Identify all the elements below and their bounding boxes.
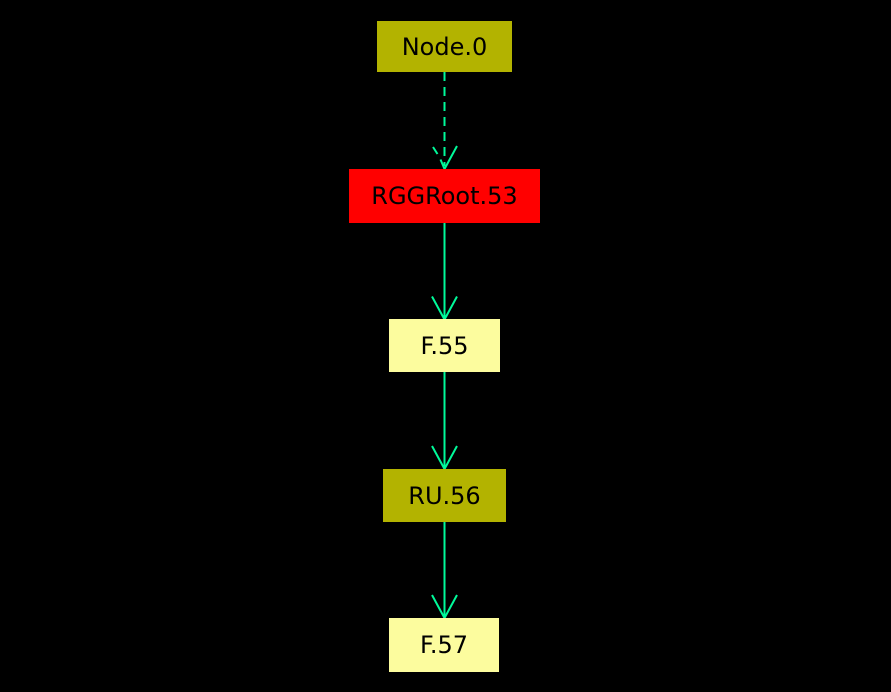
graph-node-f57: F.57 (389, 618, 499, 672)
node-label: F.55 (420, 331, 469, 360)
node-label: Node.0 (401, 32, 488, 61)
edge-ru56-to-f57 (431, 522, 458, 621)
edge-rggroot53-to-f55 (431, 223, 458, 322)
edge-node0-to-rggroot53 (432, 72, 458, 170)
node-label: RU.56 (408, 481, 481, 510)
node-label: RGGRoot.53 (371, 182, 518, 210)
arrowhead-right-wing-icon (443, 145, 458, 170)
arrowhead-left-wing-icon (439, 159, 446, 170)
node-label: F.57 (419, 631, 469, 659)
arrowhead-left-wing-dash-icon (432, 146, 439, 155)
graph-node-ru56: RU.56 (383, 469, 506, 522)
graph-node-rggroot53: RGGRoot.53 (349, 169, 540, 223)
graph-node-node0: Node.0 (377, 21, 512, 72)
edge-f55-to-ru56 (431, 372, 458, 472)
graph-node-f55: F.55 (389, 319, 500, 372)
